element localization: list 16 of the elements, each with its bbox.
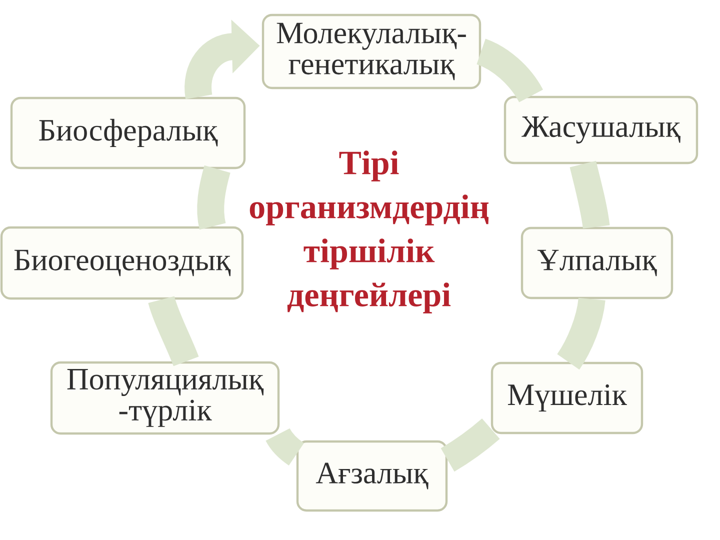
curved-connector	[476, 38, 543, 103]
level-box: Биогеоценоздық	[0, 226, 244, 300]
level-box: Биосфералық	[10, 96, 246, 170]
curved-connector	[570, 160, 610, 229]
curved-connector	[266, 428, 304, 466]
curved-connector	[148, 296, 199, 366]
title: Тірі организмдердің тіршілік деңгейлері	[250, 150, 489, 314]
level-box: Молекулалық-генетикалық	[262, 14, 482, 90]
level-box: Популяциялық -түрлік	[50, 361, 280, 435]
level-box: Мүшелік	[490, 362, 644, 434]
curved-connector	[197, 165, 230, 230]
curved-connector	[557, 297, 606, 370]
curved-connector	[440, 418, 500, 472]
level-box: Ұлпалық	[520, 226, 674, 300]
level-box: Жасушалық	[504, 96, 698, 164]
level-box: Ағзалық	[296, 440, 448, 512]
